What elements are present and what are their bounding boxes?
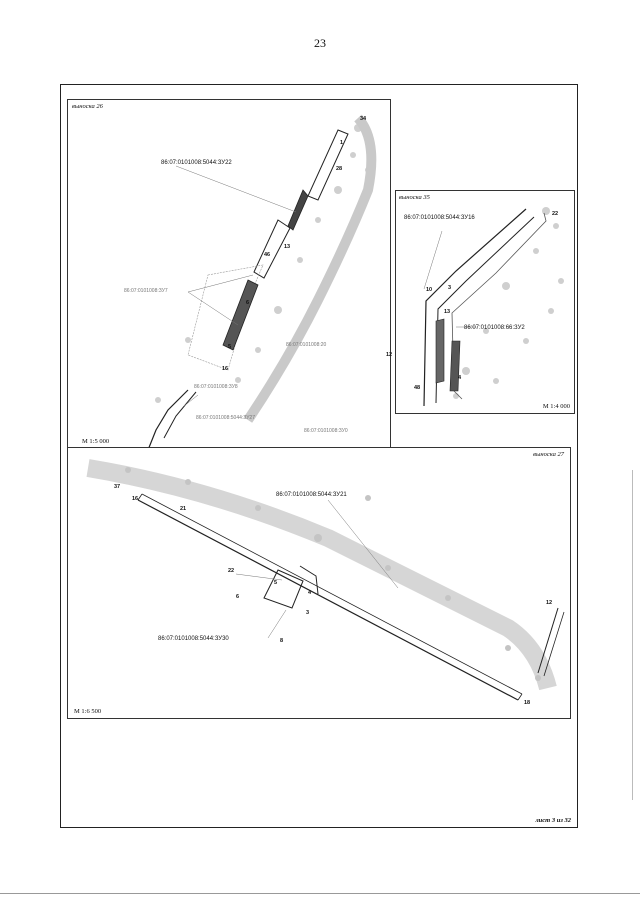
- callout-26-parcel-label-4: 86:07:0101008:ЗУ8: [194, 384, 238, 390]
- callout-27-point-label: 37: [114, 484, 121, 490]
- sheet-frame: выноска 26 86:07:0101008:5044:ЗУ22 86:07…: [60, 84, 578, 828]
- callout-26-parcel-label-6: 86:07:0101008:ЗУ0: [304, 428, 348, 434]
- callout-26-point-label: 13: [284, 244, 291, 250]
- callout-26-point-label: 34: [360, 116, 367, 122]
- callout-27-point-label: 4: [308, 590, 312, 596]
- callout-35-point-label: 10: [426, 287, 433, 293]
- callout-35-panel: выноска 35 86:07:0101008:5044:ЗУ16 86:07…: [395, 190, 575, 414]
- callout-27-title: выноска 27: [533, 451, 564, 458]
- callout-26-panel: выноска 26 86:07:0101008:5044:ЗУ22 86:07…: [67, 99, 393, 453]
- bottom-edge-line: [0, 893, 640, 894]
- callout-27-point-label: 8: [280, 638, 284, 644]
- callout-27-point-label: 18: [524, 700, 531, 706]
- callout-26-parcel-label-5: 86:07:0101008:5044:ЗУ27: [196, 415, 255, 421]
- callout-35-parcel-label-2: 86:07:0101008:66:ЗУ2: [464, 325, 525, 331]
- sheet-number: лист 3 из 32: [535, 817, 571, 824]
- callout-26-point-label: 46: [264, 252, 271, 258]
- callout-26-point-label: 16: [222, 366, 229, 372]
- callout-27-parcel-label-2: 86:07:0101008:5044:ЗУ30: [158, 636, 229, 642]
- callout-26-map: [147, 114, 377, 451]
- callout-27-point-label: 22: [228, 568, 235, 574]
- callout-35-point-label: 48: [414, 385, 421, 391]
- callout-26-point-label: 12: [386, 352, 393, 358]
- callout-27-point-label: 21: [180, 506, 187, 512]
- page-number: 23: [314, 36, 326, 50]
- callout-27-parcel-label-1: 86:07:0101008:5044:ЗУ21: [276, 492, 347, 498]
- callout-27-point-label: 6: [236, 594, 240, 600]
- callout-27-panel: выноска 27 86:07:0101008:5044:ЗУ21 86:07…: [67, 447, 571, 719]
- callout-35-scale: М 1:4 000: [542, 403, 570, 410]
- callout-27-point-label: 12: [546, 600, 553, 606]
- callout-26-title: выноска 26: [72, 103, 103, 110]
- callout-35-title: выноска 35: [399, 194, 430, 201]
- callout-26-parcel-label-3: 86:07:0101008:20: [286, 342, 327, 348]
- callout-26-point-label: 1: [340, 140, 344, 146]
- callout-35-map: [423, 207, 564, 407]
- callout-26-point-label: 28: [336, 166, 343, 172]
- callout-27-scale: М 1:6 500: [74, 708, 102, 715]
- right-edge-line: [632, 470, 633, 800]
- callout-35-point-label: 4: [458, 375, 462, 381]
- callout-35-point-label: 22: [552, 211, 559, 217]
- callout-35-point-label: 3: [448, 285, 452, 291]
- callout-26-parcel-label-2: 86:07:0101008:ЗУ7: [124, 288, 168, 294]
- callout-27-point-label: 3: [306, 610, 310, 616]
- callout-27-point-label: 5: [274, 580, 278, 586]
- callout-26-scale: М 1:5 000: [82, 438, 110, 445]
- callout-35-point-label: 13: [444, 309, 451, 315]
- callout-27-point-label: 16: [132, 496, 139, 502]
- callout-27-map: [86, 459, 565, 701]
- callout-26-point-label: 5: [228, 344, 232, 350]
- callout-35-parcel-label-1: 86:07:0101008:5044:ЗУ16: [404, 215, 475, 221]
- callout-26-point-label: 6: [246, 300, 250, 306]
- callout-26-parcel-label-1: 86:07:0101008:5044:ЗУ22: [161, 160, 232, 166]
